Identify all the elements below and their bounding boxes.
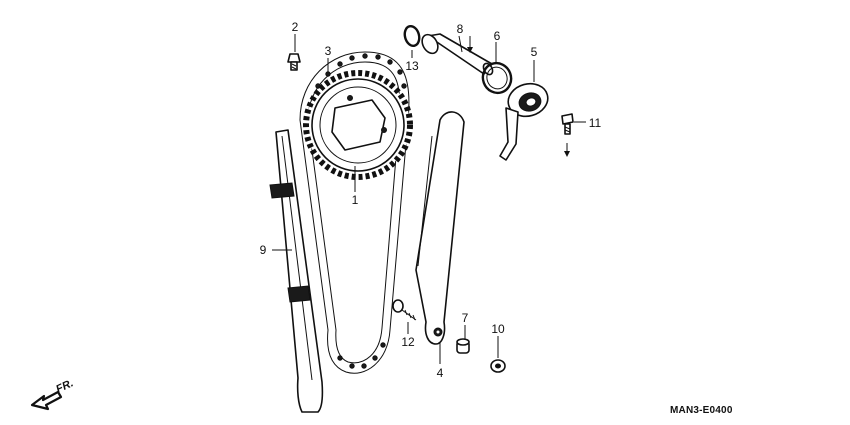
- callout-13: 13: [405, 59, 419, 73]
- callout-4: 4: [437, 366, 444, 380]
- callout-10: 10: [491, 322, 505, 336]
- callout-2: 2: [292, 20, 299, 34]
- bolt-part-11: [561, 113, 574, 135]
- direction-arrow-icons: [467, 36, 570, 157]
- callout-6: 6: [494, 29, 501, 43]
- callout-1: 1: [352, 193, 359, 207]
- front-arrow-icon: [30, 390, 63, 411]
- callout-11: 11: [589, 116, 602, 130]
- callout-9: 9: [260, 243, 267, 257]
- cam-chain-guide: [269, 129, 324, 413]
- cam-chain-tensioner: [415, 111, 465, 345]
- leader-lines: [272, 34, 586, 364]
- nut-part-10: [490, 359, 506, 373]
- collar-part-7: [456, 338, 470, 354]
- bolt-part-12: [392, 299, 417, 321]
- callout-3: 3: [325, 44, 332, 58]
- callout-labels: 1 2 3 4 5 6 7 8 9 10 11 12 13: [260, 20, 602, 380]
- diagram-code: MAN3-E0400: [670, 405, 733, 416]
- pivot-pin-part-8: [421, 33, 494, 76]
- front-direction-indicator: FR.: [30, 377, 75, 411]
- cam-sprocket: [303, 70, 413, 180]
- callout-5: 5: [531, 45, 538, 59]
- washer-part-13: [403, 24, 421, 48]
- callout-12: 12: [401, 335, 415, 349]
- callout-8: 8: [457, 22, 464, 36]
- tensioner-spring-part-6: [481, 61, 513, 95]
- callout-7: 7: [462, 311, 469, 325]
- bolt-part-2: [287, 53, 301, 71]
- front-direction-label: FR.: [54, 377, 75, 395]
- tensioner-lifter-part-5: [499, 82, 549, 161]
